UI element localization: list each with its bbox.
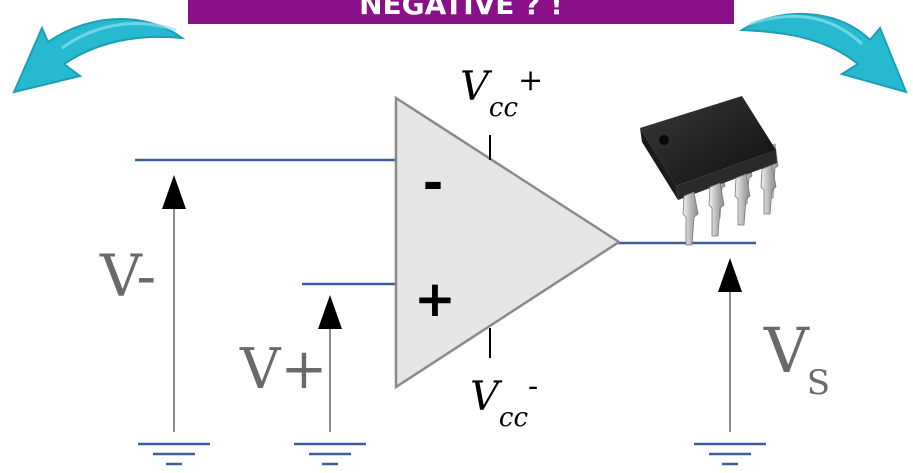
v-out-label: VS	[763, 314, 830, 403]
curved-arrow-left-icon	[12, 18, 186, 94]
v-out-arrow	[718, 258, 742, 432]
v-minus-arrow	[162, 175, 186, 432]
supply-positive-label: Vcc+	[460, 63, 543, 123]
v-minus-label: V-	[99, 242, 156, 310]
v-plus-arrow	[318, 295, 342, 432]
banner: NEGATIVE ? !	[188, 0, 734, 24]
op-amp-triangle	[394, 95, 622, 390]
ground-symbol	[138, 442, 210, 466]
inverting-sign: -	[423, 154, 444, 212]
ground-symbol	[294, 442, 366, 466]
ic-chip-image	[640, 96, 779, 246]
v-plus-label: V+	[239, 337, 327, 402]
noninverting-sign: +	[414, 270, 456, 328]
curved-arrow-right-icon	[738, 12, 908, 94]
banner-text: NEGATIVE ? !	[359, 0, 563, 21]
ground-symbol	[694, 442, 766, 466]
supply-negative-label: Vcc-	[470, 369, 538, 433]
